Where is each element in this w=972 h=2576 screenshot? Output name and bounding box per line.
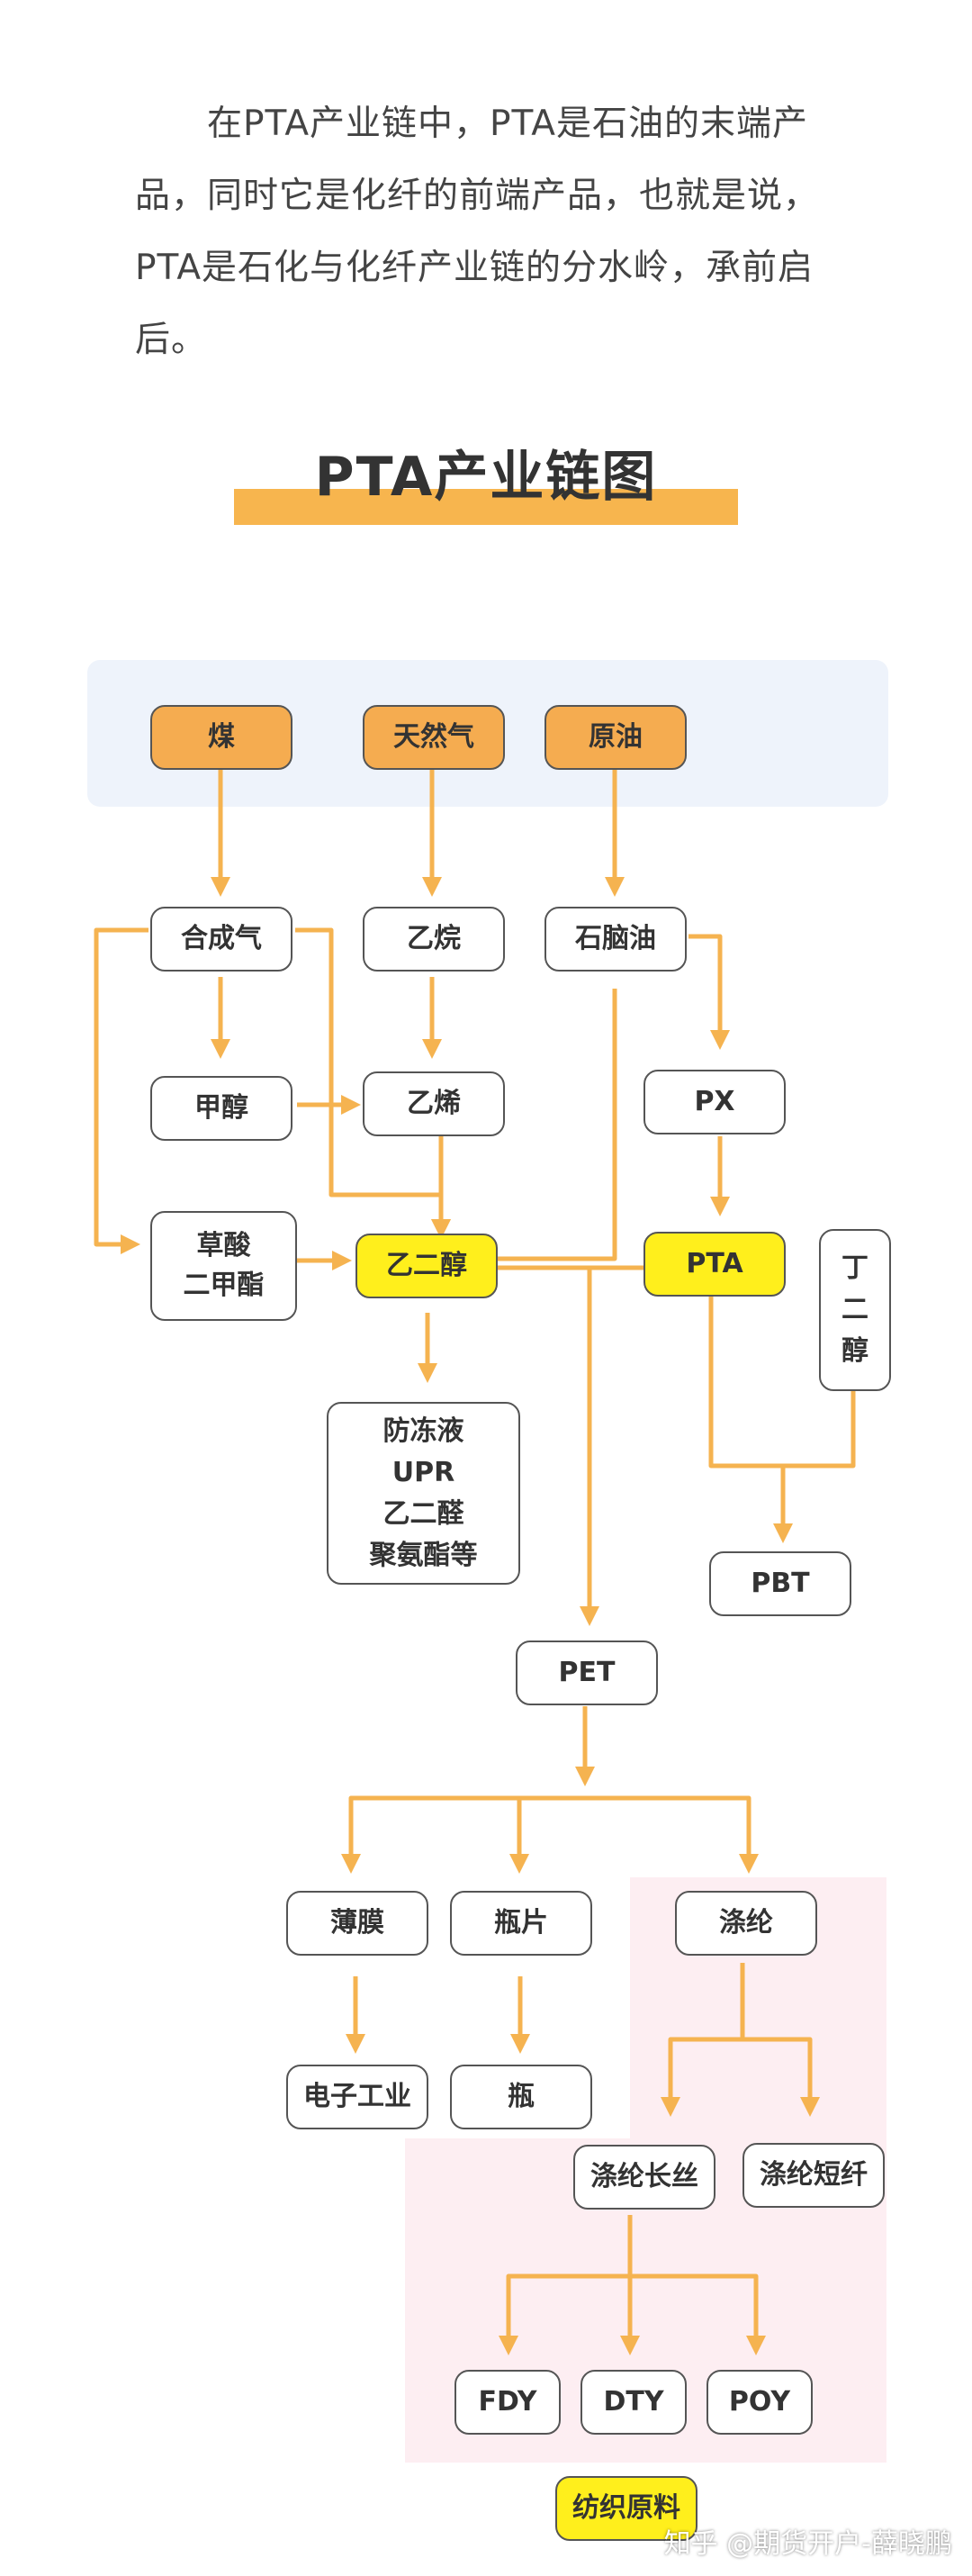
node-fdy: FDY: [454, 2370, 561, 2435]
node-polyester-filament: 涤纶长丝: [573, 2145, 716, 2210]
node-coal: 煤: [150, 705, 292, 770]
node-antifreeze-line-2: UPR: [392, 1456, 455, 1488]
intro-paragraph: 在PTA产业链中，PTA是石油的末端产 品，同时它是化纤的前端产品，也就是说， …: [135, 88, 846, 376]
node-poy: POY: [706, 2370, 813, 2435]
intro-line-3: PTA是石化与化纤产业链的分水岭，承前启: [135, 248, 814, 288]
node-ethane: 乙烷: [363, 907, 505, 972]
node-butanediol-char-1: 丁: [842, 1252, 868, 1284]
title-text: PTA产业链图: [314, 446, 658, 509]
node-pta: PTA: [644, 1232, 786, 1297]
node-polyester: 涤纶: [675, 1891, 817, 1956]
node-electronics: 电子工业: [286, 2065, 428, 2129]
node-antifreeze-line-4: 聚氨酯等: [369, 1539, 478, 1571]
node-butanediol: 丁 二 醇: [819, 1229, 891, 1391]
node-ethylene-glycol: 乙二醇: [356, 1234, 498, 1298]
node-dimethyl-oxalate-line-2: 二甲酯: [183, 1270, 265, 1301]
node-syngas: 合成气: [150, 907, 292, 972]
node-butanediol-char-2: 二: [842, 1294, 868, 1325]
intro-line-4: 后。: [135, 320, 208, 360]
title-underline-bar: [234, 489, 738, 525]
node-px: PX: [644, 1070, 786, 1134]
node-film: 薄膜: [286, 1891, 428, 1956]
node-bottle-chip: 瓶片: [450, 1891, 592, 1956]
node-antifreeze-line-1: 防冻液: [382, 1415, 464, 1447]
node-natural-gas: 天然气: [363, 705, 505, 770]
node-butanediol-char-3: 醇: [842, 1335, 868, 1367]
intro-line-1: 在PTA产业链中，PTA是石油的末端产: [207, 104, 808, 144]
node-dimethyl-oxalate-line-1: 草酸: [196, 1230, 251, 1261]
node-bottle: 瓶: [450, 2065, 592, 2129]
node-dty: DTY: [580, 2370, 687, 2435]
node-methanol: 甲醇: [150, 1076, 292, 1141]
watermark: 知乎 @期货开户-薛晓鹏: [663, 2528, 952, 2560]
intro-line-2: 品，同时它是化纤的前端产品，也就是说，: [135, 176, 820, 216]
node-dimethyl-oxalate: 草酸 二甲酯: [150, 1211, 297, 1321]
node-antifreeze-line-3: 乙二醛: [382, 1497, 464, 1530]
node-pbt: PBT: [709, 1551, 851, 1616]
node-antifreeze-group: 防冻液 UPR 乙二醛 聚氨酯等: [327, 1402, 520, 1585]
node-crude-oil: 原油: [544, 705, 687, 770]
arrow-lines: [94, 767, 856, 2355]
node-textile-material: 纺织原料: [555, 2476, 698, 2541]
node-polyester-staple: 涤纶短纤: [742, 2143, 885, 2208]
node-ethylene: 乙烯: [363, 1071, 505, 1136]
node-pet: PET: [516, 1641, 658, 1705]
node-naphtha: 石脑油: [544, 907, 687, 972]
diagram-title: PTA产业链图: [234, 437, 738, 527]
